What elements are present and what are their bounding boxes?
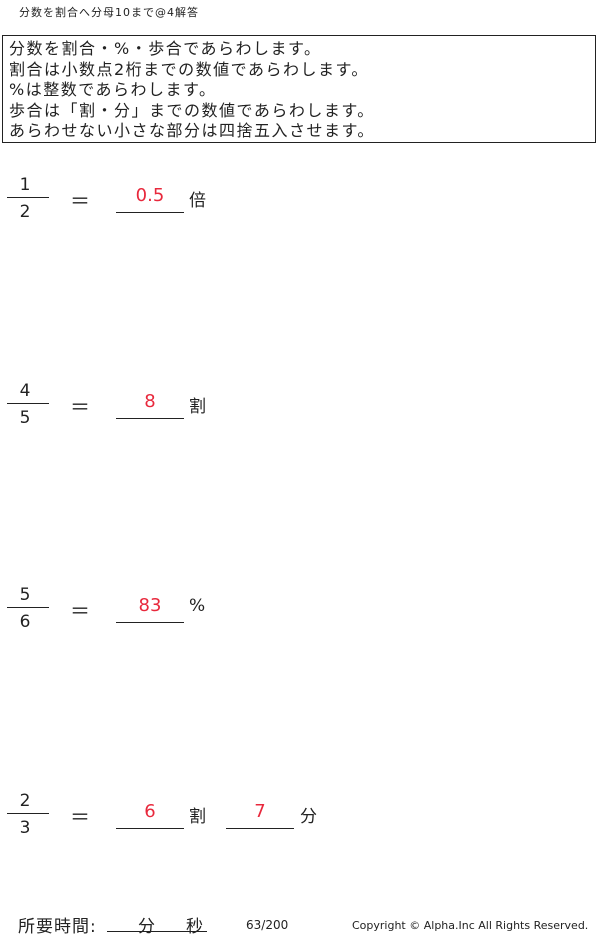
unit-label: 割 — [189, 807, 206, 827]
equals-sign: ＝ — [70, 599, 90, 623]
unit-label: % — [189, 596, 206, 616]
answer-blank[interactable] — [116, 828, 184, 829]
unit-label: 割 — [189, 397, 206, 417]
unit-label: 倍 — [189, 191, 206, 211]
equals-sign: ＝ — [70, 395, 90, 419]
answer-value: 6 — [144, 801, 156, 822]
fraction-bar — [7, 197, 49, 198]
equals-sign: ＝ — [70, 189, 90, 213]
instruction-line: %は整数であらわします。 — [9, 80, 217, 99]
minutes-label: 分 — [138, 917, 155, 937]
numerator: 1 — [19, 175, 31, 195]
equals-sign: ＝ — [70, 805, 90, 829]
problem-3: 5 6 ＝ 83 % — [0, 585, 600, 645]
fraction-bar — [7, 403, 49, 404]
answer-blank-2[interactable] — [226, 828, 294, 829]
denominator: 3 — [19, 818, 31, 838]
instructions-box: 分数を割合・%・歩合であらわします。 割合は小数点2桁までの数値であらわします。… — [2, 35, 596, 143]
denominator: 2 — [19, 202, 31, 222]
answer-blank[interactable] — [116, 622, 184, 623]
instruction-line: 分数を割合・%・歩合であらわします。 — [9, 39, 322, 58]
answer-value: 0.5 — [135, 185, 165, 206]
instruction-line: 歩合は「割・分」までの数値であらわします。 — [9, 100, 375, 120]
instruction-line: 割合は小数点2桁までの数値であらわします。 — [9, 59, 369, 79]
fraction-bar — [7, 607, 49, 608]
problem-1: 1 2 ＝ 0.5 倍 — [0, 175, 600, 235]
fraction-bar — [7, 813, 49, 814]
answer-blank[interactable] — [116, 418, 184, 419]
numerator: 2 — [19, 791, 31, 811]
denominator: 5 — [19, 408, 31, 428]
answer-value: 8 — [144, 391, 156, 412]
numerator: 5 — [19, 585, 31, 605]
seconds-label: 秒 — [186, 917, 203, 937]
unit-label-2: 分 — [300, 807, 317, 827]
answer-value-2: 7 — [254, 801, 266, 822]
instruction-line: あらわせない小さな部分は四捨五入させます。 — [9, 121, 375, 140]
time-blank[interactable] — [107, 912, 207, 932]
answer-blank[interactable] — [116, 212, 184, 213]
problem-2: 4 5 ＝ 8 割 — [0, 381, 600, 441]
worksheet-title: 分数を割合へ分母10まで@4解答 — [19, 6, 199, 19]
time-label: 所要時間: — [18, 917, 97, 937]
numerator: 4 — [19, 381, 31, 401]
copyright-notice: Copyright © Alpha.Inc All Rights Reserve… — [352, 919, 589, 932]
problem-4: 2 3 ＝ 6 割 7 分 — [0, 791, 600, 851]
answer-value: 83 — [138, 595, 162, 616]
denominator: 6 — [19, 612, 31, 632]
page-number: 63/200 — [246, 918, 289, 932]
